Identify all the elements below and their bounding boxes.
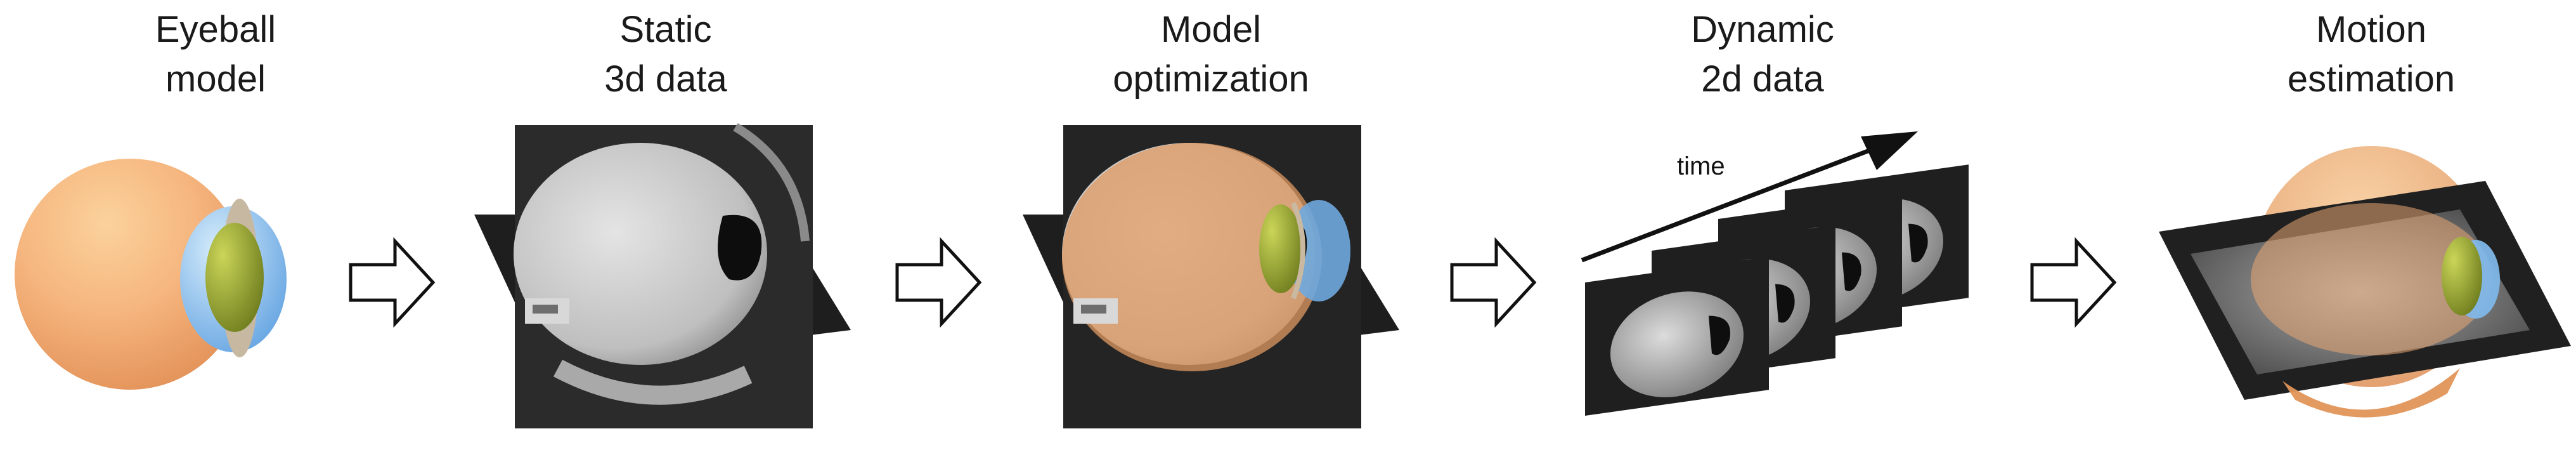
mri-orbit-wall (733, 122, 810, 242)
motion-eyeball-front (2251, 203, 2492, 355)
mri-globe (514, 143, 767, 365)
stage-title-line2: 2d data (1701, 58, 1824, 100)
stage-title-line1: Static (619, 9, 712, 50)
stage-title-line2: 3d data (604, 58, 727, 100)
motion-lens (2442, 237, 2482, 315)
overlay-ring (1291, 202, 1305, 300)
flow-arrow-icon (1450, 237, 1537, 328)
stage-title-line1: Model (1161, 9, 1261, 50)
time-arrow-icon (1581, 131, 1918, 263)
mri-frame (1585, 256, 1769, 416)
mri-artifact-band (533, 305, 558, 314)
model-optimization (1023, 125, 1399, 428)
time-label: time (1677, 152, 1725, 180)
overlay-eyeball (1062, 143, 1322, 371)
flow-arrow-icon (895, 237, 982, 328)
stage-title-motion: Motion estimation (2206, 5, 2536, 104)
overlay-lens (1259, 204, 1302, 293)
eyeball-sphere (15, 159, 245, 390)
flow-arrow-icon (2030, 237, 2117, 328)
mri-lower-lobe (553, 359, 753, 405)
motion-eyeball-lower (2282, 368, 2460, 418)
lens (205, 223, 264, 332)
eyeball-model (15, 159, 287, 390)
stage-title-eyeball: Eyeball model (51, 5, 380, 104)
stage-title-line2: optimization (1113, 58, 1309, 100)
stage-title-line2: model (165, 58, 266, 100)
stage-title-optimization: Model optimization (1046, 5, 1376, 104)
stage-title-line1: Motion (2315, 9, 2427, 50)
stage-title-dynamic: Dynamic 2d data (1598, 5, 1927, 104)
motion-estimation (2159, 146, 2571, 418)
dynamic-2d-data: time (1581, 131, 1969, 416)
stage-title-line1: Eyeball (155, 9, 276, 50)
stage-title-static: Static 3d data (501, 5, 831, 104)
flow-arrow-icon (349, 237, 436, 328)
stage-title-line2: estimation (2287, 58, 2456, 100)
mri-anterior-chamber (718, 215, 762, 281)
mri-artifact-band (1081, 305, 1106, 314)
stage-title-line1: Dynamic (1691, 9, 1834, 50)
static-3d-data (474, 122, 851, 428)
